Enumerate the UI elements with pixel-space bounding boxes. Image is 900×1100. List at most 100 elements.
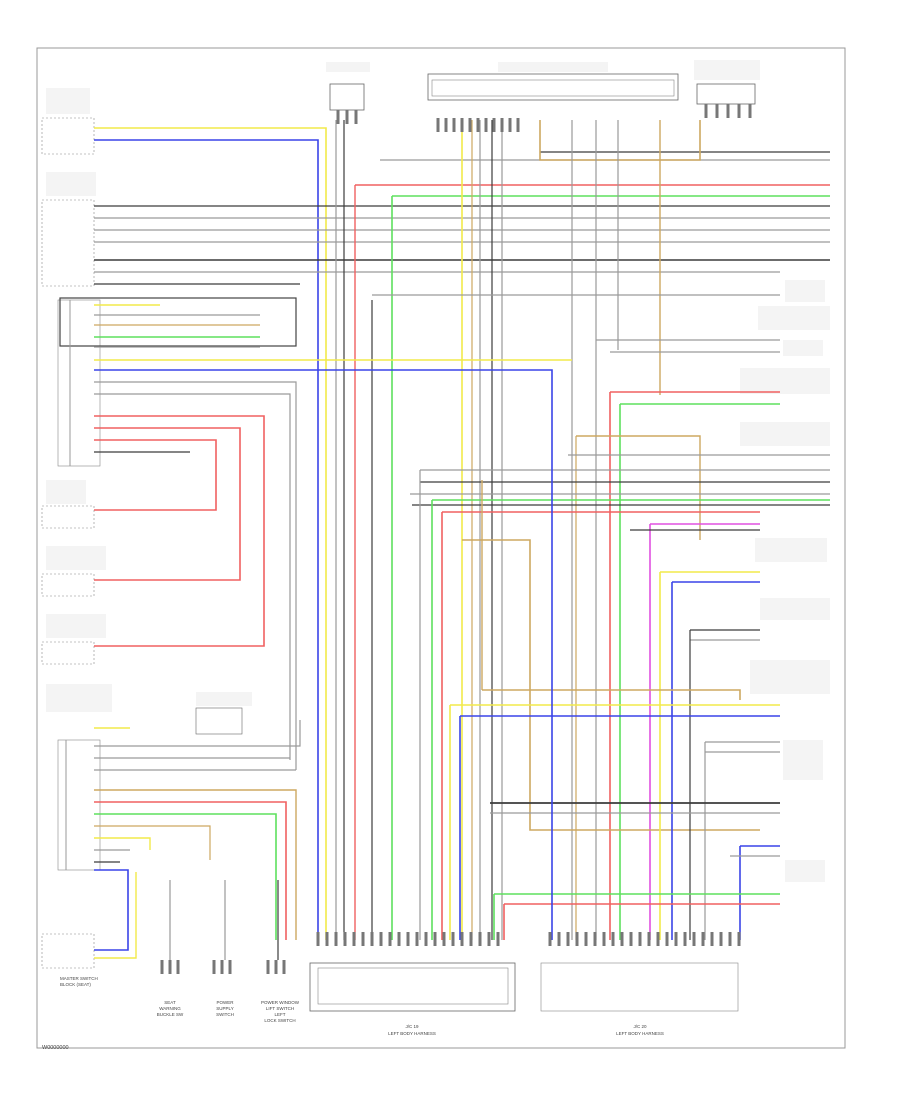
footer-code: W0000000 [42, 1045, 69, 1051]
bottom-left-pin [424, 932, 428, 946]
bottom-left-pin [343, 932, 347, 946]
top-connector-pin [468, 118, 472, 132]
top-small-pin [336, 110, 340, 124]
bottom-left-pin [325, 932, 329, 946]
svg-text:MASTER SWITCH: MASTER SWITCH [60, 976, 98, 981]
blue-370 [94, 369, 553, 940]
bottom-left-pin [352, 932, 356, 946]
top-right-pin [715, 104, 719, 118]
left-middle-component [41, 172, 96, 287]
top-connector-pin [444, 118, 448, 132]
bottom-left-pin [415, 932, 419, 946]
bottom-left-pin [379, 932, 383, 946]
red-loop-1 [94, 415, 265, 647]
left-bottom-pin [160, 960, 164, 974]
bottom-left-pin [451, 932, 455, 946]
left-bottom-component [41, 933, 95, 969]
left-bottom-pin [228, 960, 232, 974]
bottom-right-pin [683, 932, 687, 946]
left-bottom-pin [220, 960, 224, 974]
left-bottom-pin [176, 960, 180, 974]
bottom-right-pin [692, 932, 696, 946]
top-connector-pin [492, 118, 496, 132]
wire-layer [65, 120, 830, 960]
bottom-left-pin [370, 932, 374, 946]
top-small-connector [326, 62, 370, 111]
bottom-right-pin [647, 932, 651, 946]
top-connector-pin [484, 118, 488, 132]
svg-text:LOCK SWITCH: LOCK SWITCH [264, 1018, 295, 1023]
tan-540 [462, 539, 760, 831]
top-small-pin [345, 110, 349, 124]
bottom-right-pin [566, 932, 570, 946]
svg-text:LEFT BODY HARNESS: LEFT BODY HARNESS [388, 1031, 436, 1036]
bottom-right-pin [593, 932, 597, 946]
svg-text:SWITCH: SWITCH [216, 1012, 234, 1017]
svg-text:LEFT BODY HARNESS: LEFT BODY HARNESS [616, 1031, 664, 1036]
svg-text:POWER: POWER [216, 1000, 234, 1005]
bottom-left-pin [334, 932, 338, 946]
bottom-right-pin [719, 932, 723, 946]
yellow-838 [94, 837, 151, 850]
bottom-right-pin [674, 932, 678, 946]
bottom-left-pin [433, 932, 437, 946]
bottom-right-pin [638, 932, 642, 946]
red-loop-2 [94, 427, 241, 581]
bottom-right-pin [656, 932, 660, 946]
bottom-left-pin [397, 932, 401, 946]
wire-blue-top [94, 139, 319, 940]
svg-text:SUPPLY: SUPPLY [216, 1006, 233, 1011]
blue-loop-bottom [94, 869, 129, 951]
gray-746 [94, 720, 301, 747]
yellow-bottom [94, 872, 137, 959]
bottom-connector-right [540, 962, 739, 1012]
tan-690 [482, 689, 741, 700]
top-right-pin [737, 104, 741, 118]
label-power-supply: POWER SUPPLY SWITCH [216, 1000, 234, 1017]
bottom-connector-left-label: J/C 19 LEFT BODY HARNESS [388, 1024, 436, 1036]
svg-text:J/C 20: J/C 20 [633, 1024, 647, 1029]
top-connector-pin [460, 118, 464, 132]
left-sensor-1 [41, 480, 95, 529]
bottom-connector-right-label: J/C 20 LEFT BODY HARNESS [616, 1024, 664, 1036]
red-loop-3 [94, 439, 217, 511]
bottom-right-pin [584, 932, 588, 946]
left-bottom-pin [168, 960, 172, 974]
left-switch-block [57, 297, 297, 467]
left-bottom-pin [282, 960, 286, 974]
red-802 [94, 801, 287, 940]
bottom-right-pin [710, 932, 714, 946]
bottom-left-pin [442, 932, 446, 946]
top-small-pin [354, 110, 358, 124]
bottom-right-pin [611, 932, 615, 946]
bottom-left-pin [406, 932, 410, 946]
bottom-right-pin [548, 932, 552, 946]
drop-tan-2 [539, 120, 701, 161]
gray-394 [94, 393, 291, 760]
left-bottom-pin [212, 960, 216, 974]
bottom-left-pin [496, 932, 500, 946]
tan-826 [94, 825, 211, 860]
svg-text:J/C 19: J/C 19 [405, 1024, 419, 1029]
left-upper-component [41, 88, 95, 155]
top-right-pin [704, 104, 708, 118]
top-right-connector [694, 60, 760, 105]
bottom-right-pin [602, 932, 606, 946]
pin-layer [160, 104, 752, 974]
tan-790 [94, 789, 297, 940]
bottom-left-pin [469, 932, 473, 946]
top-connector-pin [476, 118, 480, 132]
label-master-switch: MASTER SWITCH BLOCK (SEAT) [60, 976, 98, 987]
bottom-right-pin [629, 932, 633, 946]
bottom-right-pin [575, 932, 579, 946]
bottom-left-pin [460, 932, 464, 946]
left-bottom-pin [266, 960, 270, 974]
bottom-right-pin [557, 932, 561, 946]
gray-382 [94, 381, 297, 770]
green-814 [94, 813, 277, 940]
bottom-right-pin [620, 932, 624, 946]
top-connector-pin [436, 118, 440, 132]
left-bottom-pin [274, 960, 278, 974]
top-right-pin [726, 104, 730, 118]
